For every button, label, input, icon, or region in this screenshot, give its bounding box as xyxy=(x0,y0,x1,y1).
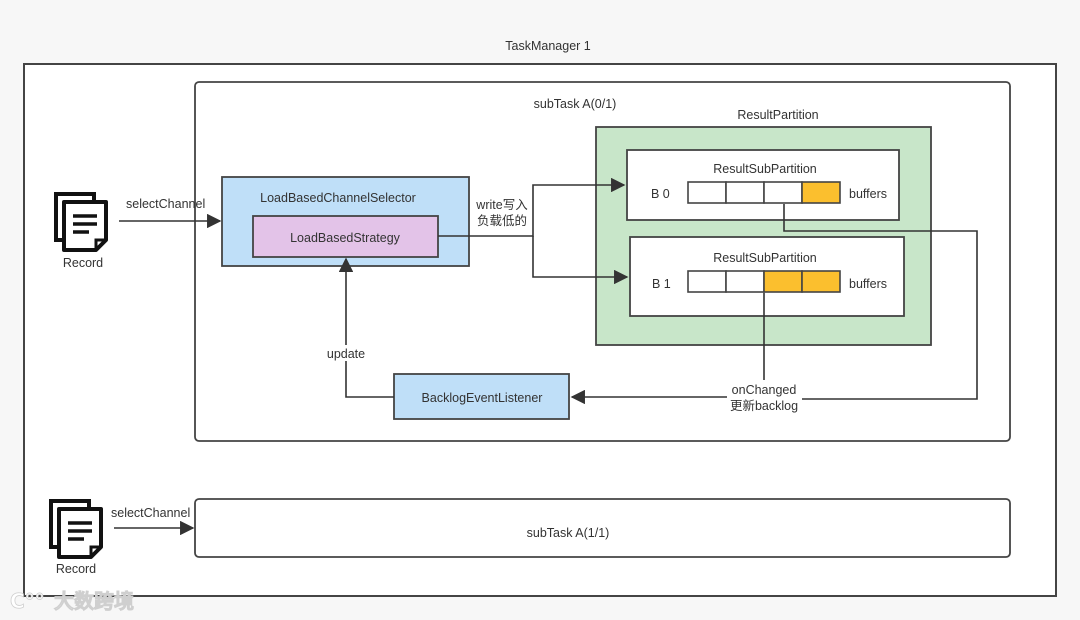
buffer-slot-filled xyxy=(801,270,841,293)
record-icon-bottom xyxy=(49,499,103,559)
task-manager-title: TaskManager 1 xyxy=(505,39,591,53)
update-arrow xyxy=(338,257,394,398)
on-changed-label-line2: 更新backlog xyxy=(730,398,798,413)
record-label-top: Record xyxy=(63,256,103,270)
record-icon-top xyxy=(54,192,108,252)
backlog-listener-title: BacklogEventListener xyxy=(422,391,543,405)
strategy-title: LoadBasedStrategy xyxy=(290,231,401,245)
on-changed-line-b0 xyxy=(783,204,978,400)
buffer-slot-empty xyxy=(725,270,765,293)
watermark-logo-icon: C°° xyxy=(10,589,45,613)
on-changed-label-line1: onChanged xyxy=(732,383,797,397)
buffer-slot-empty xyxy=(725,181,765,204)
subtask-0-title: subTask A(0/1) xyxy=(534,97,617,111)
record-label-bottom: Record xyxy=(56,562,96,576)
subpartition-b1-title: ResultSubPartition xyxy=(713,251,817,265)
update-label-bg xyxy=(322,345,370,361)
subpartition-b0-buffers-label: buffers xyxy=(849,187,887,201)
subtask-1-box[interactable] xyxy=(194,498,1011,558)
buffer-slots-b1 xyxy=(687,270,841,293)
buffer-slots-b0 xyxy=(687,181,841,204)
result-partition-title: ResultPartition xyxy=(737,108,818,122)
buffer-slot-empty xyxy=(763,181,803,204)
buffer-slot-empty xyxy=(687,181,727,204)
subpartition-b0-title: ResultSubPartition xyxy=(713,162,817,176)
buffer-slot-filled xyxy=(801,181,841,204)
select-channel-label-bottom: selectChannel xyxy=(111,506,190,520)
subpartition-b0-name: B 0 xyxy=(651,187,670,201)
buffer-slot-filled xyxy=(763,270,803,293)
write-label-line1: write写入 xyxy=(475,198,528,212)
backlog-listener-box[interactable] xyxy=(393,373,570,420)
subpartition-b1-name: B 1 xyxy=(652,277,671,291)
buffer-slot-empty xyxy=(687,270,727,293)
watermark-text: 大数跨境 xyxy=(54,589,134,613)
write-label-bg xyxy=(474,197,530,229)
write-arrow-b0 xyxy=(438,177,626,237)
channel-selector-title: LoadBasedChannelSelector xyxy=(260,191,416,205)
subtask-1-title: subTask A(1/1) xyxy=(527,526,610,540)
write-label-line2: 负载低的 xyxy=(477,213,527,228)
subpartition-b1-buffers-label: buffers xyxy=(849,277,887,291)
update-label: update xyxy=(327,347,365,361)
watermark: C°° 大数跨境 xyxy=(10,589,135,614)
select-channel-label-top: selectChannel xyxy=(126,197,205,211)
write-arrow-b1 xyxy=(532,236,629,285)
